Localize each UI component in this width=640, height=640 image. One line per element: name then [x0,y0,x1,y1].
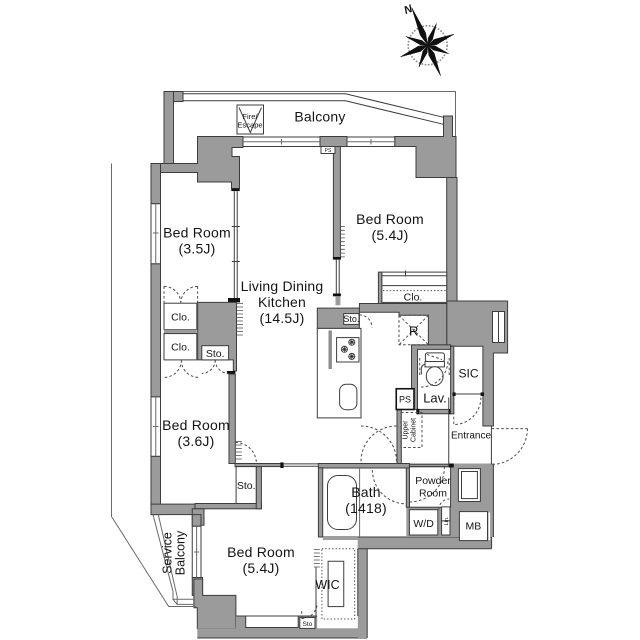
svg-text:Bed Room: Bed Room [227,544,295,560]
svg-text:Clo.: Clo. [171,312,190,324]
svg-text:Lin.: Lin. [444,516,450,525]
svg-text:Clo.: Clo. [171,342,190,354]
svg-text:Service: Service [161,532,175,574]
svg-text:Powder: Powder [415,475,451,487]
svg-text:(14.5J): (14.5J) [260,310,305,326]
svg-text:(5.4J): (5.4J) [372,227,409,243]
svg-text:MB: MB [466,521,482,533]
svg-text:Balcony: Balcony [294,109,345,125]
svg-text:Lav.: Lav. [423,391,447,406]
svg-text:(1418): (1418) [345,500,387,516]
svg-text:Balcony: Balcony [174,530,188,575]
svg-text:Bed Room: Bed Room [163,225,231,241]
svg-text:Upper: Upper [403,420,410,440]
svg-text:Sto: Sto [303,621,313,628]
svg-text:(3.6J): (3.6J) [178,433,215,449]
svg-text:(5.4J): (5.4J) [243,560,280,576]
svg-text:Escape: Escape [237,121,262,130]
svg-text:(3.5J): (3.5J) [179,241,216,257]
svg-text:Bath: Bath [351,484,381,500]
svg-text:W/D: W/D [413,518,434,530]
svg-text:Entrance: Entrance [451,431,491,442]
svg-text:Clo.: Clo. [404,291,423,303]
svg-text:SIC: SIC [458,367,478,381]
svg-text:Fire/: Fire/ [242,112,258,121]
svg-text:PS: PS [325,148,332,154]
svg-text:WIC: WIC [315,578,339,592]
svg-text:Kitchen: Kitchen [258,294,306,310]
svg-text:R: R [409,324,418,339]
svg-text:Bed Room: Bed Room [356,211,424,227]
svg-text:Sto.: Sto. [206,348,225,360]
svg-text:Bed Room: Bed Room [162,417,230,433]
svg-text:Living Dining: Living Dining [241,278,324,294]
svg-text:Cabinet: Cabinet [411,418,418,442]
svg-text:Sto.: Sto. [237,480,256,492]
svg-text:PS: PS [399,395,411,405]
svg-text:Sto.: Sto. [343,314,359,324]
svg-text:Room: Room [419,488,447,500]
